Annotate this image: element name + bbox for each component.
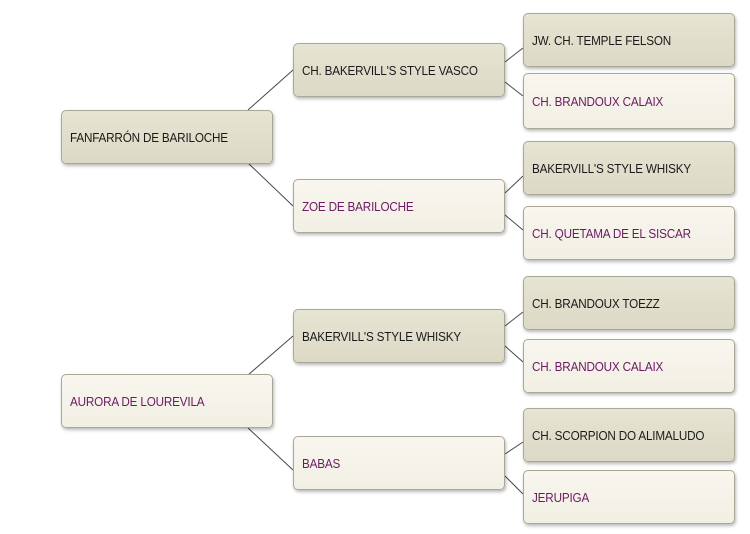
- dog-name: CH. BAKERVILL'S STYLE VASCO: [302, 62, 478, 78]
- connector-line: [247, 427, 294, 471]
- connector-line: [504, 47, 524, 63]
- connector-line: [504, 214, 524, 231]
- dam-zoe-de-bariloche: ZOE DE BARILOCHE: [293, 179, 505, 233]
- dog-name: CH. BRANDOUX TOEZZ: [532, 295, 660, 311]
- dog-name: AURORA DE LOUREVILA: [70, 393, 205, 409]
- dog-fanfarron-de-bariloche: FANFARRÓN DE BARILOCHE: [61, 110, 273, 164]
- connector-line: [504, 81, 524, 97]
- connector-line: [504, 475, 524, 495]
- dog-name: CH. QUETAMA DE EL SISCAR: [532, 225, 691, 241]
- grandsire-bakervills-style-whisky: BAKERVILL'S STYLE WHISKY: [523, 141, 735, 195]
- dog-name: CH. BRANDOUX CALAIX: [532, 93, 664, 109]
- dog-name: JW. CH. TEMPLE FELSON: [532, 32, 672, 48]
- connector-line: [504, 175, 524, 194]
- granddam-jerupiga: JERUPIGA: [523, 470, 735, 524]
- connector-line: [247, 69, 294, 111]
- dam-babas: BABAS: [293, 436, 505, 490]
- sire-bakervills-style-whisky: BAKERVILL'S STYLE WHISKY: [293, 309, 505, 363]
- dog-name: BAKERVILL'S STYLE WHISKY: [532, 160, 691, 176]
- dog-name: JERUPIGA: [532, 489, 590, 505]
- connector-line: [247, 162, 294, 207]
- grandsire-ch-scorpion-do-alimaludo: CH. SCORPION DO ALIMALUDO: [523, 408, 735, 462]
- connector-line: [247, 335, 294, 376]
- dog-name: CH. SCORPION DO ALIMALUDO: [532, 427, 705, 443]
- dog-name: FANFARRÓN DE BARILOCHE: [70, 129, 228, 145]
- connector-line: [504, 441, 524, 455]
- grandsire-ch-brandoux-toezz: CH. BRANDOUX TOEZZ: [523, 276, 735, 330]
- granddam-ch-quetama-de-el-siscar: CH. QUETAMA DE EL SISCAR: [523, 206, 735, 260]
- dog-name: BAKERVILL'S STYLE WHISKY: [302, 328, 461, 344]
- dog-name: CH. BRANDOUX CALAIX: [532, 358, 664, 374]
- granddam-ch-brandoux-calaix: CH. BRANDOUX CALAIX: [523, 339, 735, 393]
- dog-name: BABAS: [302, 455, 341, 471]
- dog-name: ZOE DE BARILOCHE: [302, 198, 414, 214]
- sire-ch-bakervills-style-vasco: CH. BAKERVILL'S STYLE VASCO: [293, 43, 505, 97]
- dog-aurora-de-lourevila: AURORA DE LOUREVILA: [61, 374, 273, 428]
- grandsire-jw-ch-temple-felson: JW. CH. TEMPLE FELSON: [523, 13, 735, 67]
- connector-line: [504, 311, 524, 327]
- granddam-ch-brandoux-calaix: CH. BRANDOUX CALAIX: [523, 73, 735, 129]
- connector-line: [504, 345, 524, 363]
